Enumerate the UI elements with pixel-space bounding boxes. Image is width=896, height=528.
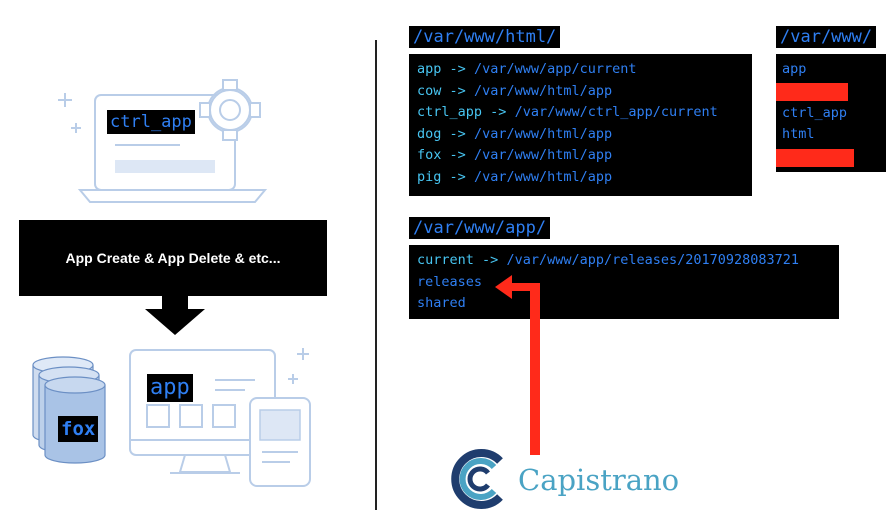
list-item: ctrl_app: [782, 104, 848, 121]
left-panel: ctrl_app App Create & App Delete & etc..…: [0, 0, 370, 528]
capistrano-logo: Capistrano: [448, 447, 718, 517]
red-arrow-icon: [495, 275, 540, 455]
arrow: ->: [449, 61, 466, 77]
html-dir-listing: app -> /var/www/app/current cow -> /var/…: [409, 54, 752, 196]
list-item: releases: [417, 273, 483, 290]
list-item: shared: [417, 295, 466, 311]
list-item: pig -> /var/www/html/app: [417, 167, 752, 189]
entry-name: fox: [417, 147, 442, 163]
entry-name: dog: [417, 125, 442, 142]
list-item: cow -> /var/www/html/app: [417, 81, 752, 103]
entry-name: pig: [417, 168, 442, 185]
capistrano-c-icon: [451, 449, 503, 509]
arrow: ->: [449, 82, 466, 99]
list-item: current -> /var/www/app/releases/2017092…: [417, 250, 839, 272]
entry-target: /var/www/html/app: [473, 147, 613, 163]
app-label: app: [147, 374, 193, 402]
entry-target: /var/www/ctrl_app/current: [514, 104, 718, 120]
html-dir-title: /var/www/html/: [409, 26, 561, 48]
list-item: html: [782, 126, 815, 142]
entry-target: /var/www/app/current: [473, 61, 637, 77]
list-item: dog -> /var/www/html/app: [417, 124, 752, 146]
database-icon: [32, 356, 106, 464]
arrow: ->: [482, 252, 499, 268]
list-item: fox -> /var/www/html/app: [417, 145, 752, 167]
list-item: app: [782, 61, 807, 77]
entry-target: /var/www/html/app: [473, 168, 613, 185]
list-item: app -> /var/www/app/current: [417, 59, 752, 81]
list-item: ctrl_app -> /var/www/ctrl_app/current: [417, 102, 752, 124]
app-dir-title: /var/www/app/: [409, 217, 551, 239]
action-box: App Create & App Delete & etc...: [19, 220, 327, 296]
entry-target: /var/www/app/releases/20170928083721: [506, 252, 800, 268]
entry-name: current: [417, 252, 474, 268]
redacted-entry: [776, 148, 854, 167]
entry-name: cow: [417, 82, 442, 99]
laptop-gear-icon: [58, 79, 268, 203]
down-arrow-icon: [145, 295, 205, 335]
entry-target: /var/www/html/app: [473, 125, 613, 142]
entry-target: /var/www/html/app: [473, 82, 613, 99]
redacted-entry: [776, 82, 848, 101]
fox-label: fox: [58, 416, 99, 442]
monitor-tablet-icon: [129, 348, 311, 487]
capistrano-wordmark: Capistrano: [518, 463, 680, 497]
www-dir-listing: app ctrl_app html: [776, 54, 886, 172]
arrow: ->: [490, 104, 507, 120]
ctrl-app-label: ctrl_app: [107, 110, 195, 134]
vertical-divider: [375, 40, 377, 510]
arrow: ->: [449, 147, 466, 163]
arrow: ->: [449, 168, 466, 185]
www-dir-title: /var/www/: [776, 26, 877, 48]
arrow: ->: [449, 125, 466, 142]
app-dir-listing: current -> /var/www/app/releases/2017092…: [409, 245, 839, 319]
entry-name: ctrl_app: [417, 104, 483, 120]
action-box-label: App Create & App Delete & etc...: [65, 250, 281, 266]
entry-name: app: [417, 61, 442, 77]
